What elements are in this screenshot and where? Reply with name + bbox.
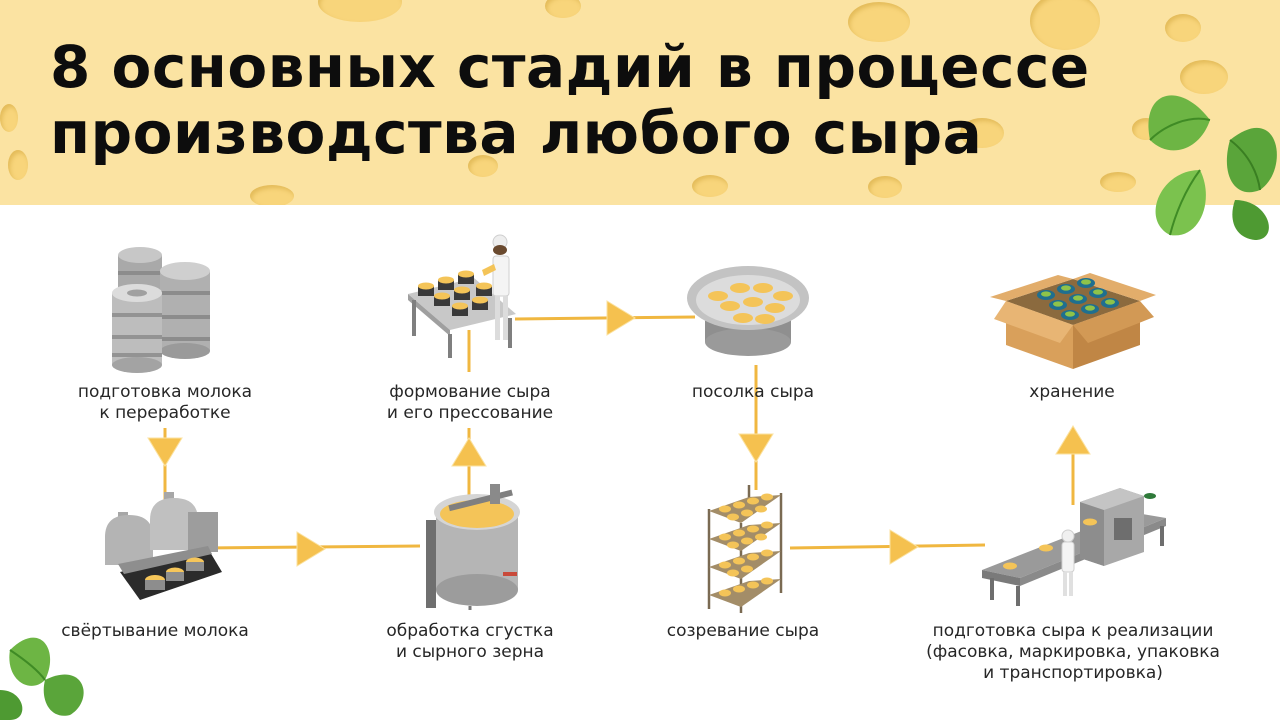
page-title: 8 основных стадий в процессе производств… — [50, 34, 1090, 166]
cheese-hole — [960, 118, 1004, 148]
cheese-hole — [545, 0, 581, 18]
flow-arrow-right — [606, 300, 636, 336]
stage-label-packaging: подготовка сыра к реализации (фасовка, м… — [900, 621, 1246, 684]
stage-label-line: свёртывание молока — [61, 621, 249, 641]
stage-label-line: обработка сгустка — [386, 621, 554, 641]
flow-arrow-down — [738, 433, 774, 463]
cheese-hole — [0, 104, 18, 132]
brine-bath-icon — [687, 266, 809, 356]
stage-label-curd-processing: обработка сгустка и сырного зерна — [360, 621, 580, 663]
molding-table-icon — [408, 234, 516, 358]
ripening-rack-icon — [707, 485, 783, 613]
cheese-hole — [868, 176, 902, 198]
basil-leaves-icon — [0, 637, 84, 720]
stage-label-storage: хранение — [972, 382, 1172, 403]
cheese-hole — [1180, 60, 1228, 94]
flow-arrow-down — [147, 437, 183, 467]
stage-label-salting: посолка сыра — [653, 382, 853, 403]
stage-label-line: и транспортировка) — [983, 663, 1163, 683]
cheese-hole — [1100, 172, 1136, 192]
cheese-hole — [468, 155, 498, 177]
flow-arrow-right — [296, 531, 326, 567]
stage-label-milk-prep: подготовка молока к переработке — [65, 382, 265, 424]
cheese-hole — [318, 0, 402, 22]
cheese-hole — [1165, 14, 1201, 42]
connector-line — [514, 315, 696, 321]
storage-box-icon — [990, 273, 1156, 369]
packaging-line-icon — [982, 488, 1166, 606]
cheese-hole — [692, 175, 728, 197]
cheese-vat-icon — [426, 484, 520, 610]
stage-label-molding: формование сыра и его прессование — [360, 382, 580, 424]
stage-label-ripening: созревание сыра — [643, 621, 843, 642]
stage-label-line: и его прессование — [386, 403, 554, 423]
stage-label-line: к переработке — [99, 403, 231, 423]
stage-label-line: и сырного зерна — [395, 642, 545, 662]
flow-arrow-up — [451, 437, 487, 467]
title-line-2: производства любого сыра — [50, 99, 983, 167]
stage-label-line: хранение — [1029, 382, 1115, 402]
header-banner: 8 основных стадий в процессе производств… — [0, 0, 1280, 205]
stage-label-line: подготовка сыра к реализации — [932, 621, 1214, 641]
curdling-machine-icon — [105, 492, 222, 600]
stage-label-line: подготовка молока — [77, 382, 253, 402]
flow-arrow-up — [1055, 425, 1091, 455]
connector-line — [789, 543, 986, 550]
stage-label-line: посолка сыра — [691, 382, 815, 402]
cheese-hole — [1030, 0, 1100, 50]
stage-label-line: созревание сыра — [666, 621, 820, 641]
stage-label-curdling: свёртывание молока — [40, 621, 270, 642]
cheese-hole — [8, 150, 28, 180]
title-line-1: 8 основных стадий в процессе — [50, 33, 1090, 101]
milk-tanks-icon — [112, 247, 210, 373]
cheese-hole — [250, 185, 294, 205]
cheese-hole — [848, 2, 910, 42]
basil-leaves-icon — [1148, 95, 1277, 240]
flow-arrow-right — [889, 529, 919, 565]
stage-label-line: (фасовка, маркировка, упаковка — [926, 642, 1220, 662]
stage-label-line: формование сыра — [389, 382, 551, 402]
